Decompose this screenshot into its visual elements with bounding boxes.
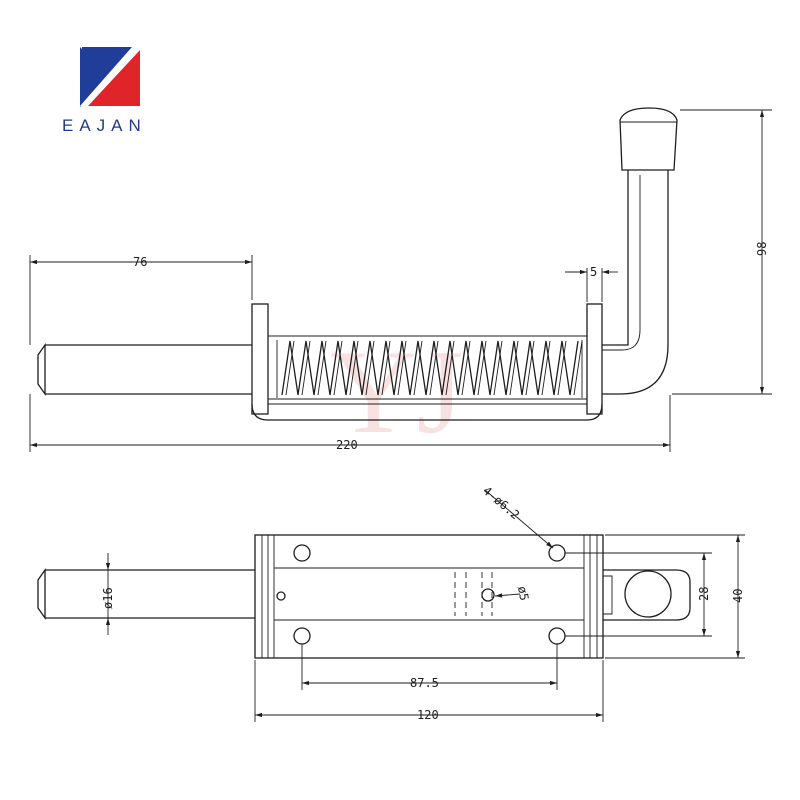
handle-grip [619,107,678,171]
dim-overall-length: 220 [336,438,358,452]
mount-hole [548,627,566,645]
handle [602,107,678,395]
base-plate [254,534,604,659]
side-view: 76 220 5 98 [29,107,772,452]
handle-knob [624,570,672,618]
center-hole [481,588,495,602]
left-plate [251,303,269,415]
mount-hole [293,544,311,562]
brand-logo [80,47,140,107]
top-pin [37,567,255,621]
bracket-base [251,403,603,421]
brand-name: EAJAN [62,116,147,135]
mount-hole [548,544,566,562]
dim-base-width: 40 [731,589,745,603]
dim-pin-length: 76 [133,255,147,269]
dim-base-length: 120 [417,708,439,722]
small-hole [276,591,286,601]
logo-red-triangle [88,50,140,106]
dim-pin-diameter: ø16 [101,587,115,609]
pin-body [37,342,252,397]
top-handle [603,569,691,621]
top-view: ø16 4-ø6.2 ø5 87.5 120 28 40 [37,484,745,722]
dim-center-hole: ø5 [515,585,531,602]
dim-handle-gap: 5 [590,265,597,279]
dim-hole-spacing: 87.5 [410,676,439,690]
dim-hole-row-spacing: 28 [697,587,711,601]
spring [281,340,583,396]
logo-white-slash [80,47,140,106]
mount-hole [293,627,311,645]
right-plate [586,303,603,415]
dim-height: 98 [755,242,769,256]
dim-hole-spec: 4-ø6.2 [480,484,522,523]
